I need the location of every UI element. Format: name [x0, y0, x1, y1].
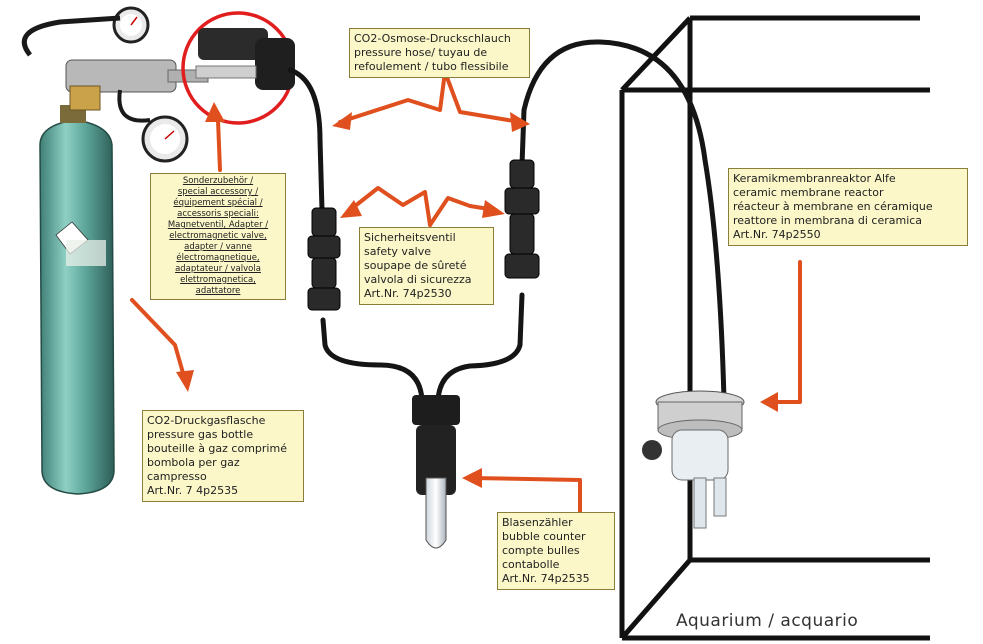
co2-bottle	[39, 105, 115, 495]
pressure-regulator	[21, 6, 209, 163]
bubble-counter	[412, 395, 460, 549]
safety-valve-left	[307, 207, 341, 311]
aquarium-caption: Aquarium / acquario	[676, 611, 859, 631]
safety-valve-right	[504, 159, 540, 279]
ceramic-reactor	[642, 390, 745, 529]
arrowheads	[176, 102, 778, 488]
co2-hose	[287, 39, 727, 403]
aquarium-tank	[619, 15, 930, 641]
label-special-accessory: Sonderzubehör /special accessory /équipe…	[150, 173, 286, 300]
callout-arrows	[130, 70, 802, 517]
magnet-valve	[181, 11, 295, 125]
